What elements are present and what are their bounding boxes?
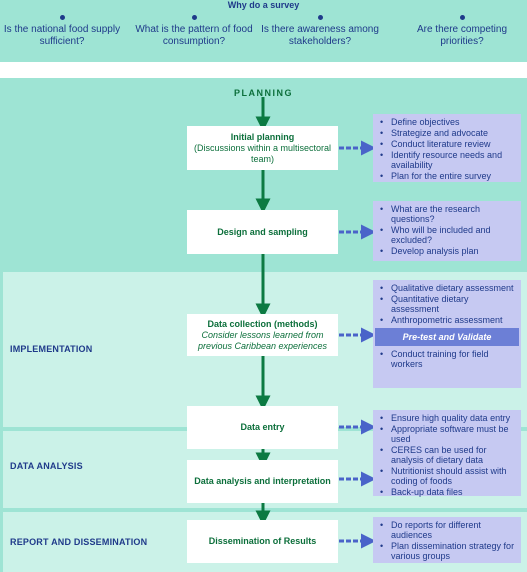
list-item: What are the research questions? (379, 204, 517, 224)
list-item: Define objectives (379, 117, 517, 127)
list-item: Plan dissemination strategy for various … (379, 541, 517, 561)
step-data-collection: Data collection (methods) Consider lesso… (187, 314, 338, 356)
list-item: Appropriate software must be used (379, 424, 517, 444)
bullet-icon (459, 15, 465, 20)
phase-implementation: IMPLEMENTATION (10, 344, 93, 354)
list-item: Nutritionist should assist with coding o… (379, 466, 517, 486)
list-item: CERES can be used for analysis of dietar… (379, 445, 517, 465)
note-initial-planning: Define objectives Strategize and advocat… (373, 114, 521, 182)
list-item: Back-up data files (379, 487, 517, 497)
list-item: Anthropometric assessment (379, 315, 517, 325)
header-title: Why do a survey (227, 0, 300, 10)
list-item: Plan for the entire survey (379, 171, 517, 181)
list-item: Identify resource needs and availability (379, 150, 517, 170)
list-item: Quantitative dietary assessment (379, 294, 517, 314)
phase-report: REPORT AND DISSEMINATION (10, 537, 148, 547)
note-dissemination: Do reports for different audiences Plan … (373, 517, 521, 563)
question-food-consumption: What is the pattern of food consumption? (134, 15, 254, 48)
list-item: Ensure high quality data entry (379, 413, 517, 423)
list-item: Do reports for different audiences (379, 520, 517, 540)
phase-data-analysis: DATA ANALYSIS (10, 461, 83, 471)
list-item: Qualitative dietary assessment (379, 283, 517, 293)
step-initial-planning: Initial planning (Discussions within a m… (187, 126, 338, 170)
list-item: Develop analysis plan (379, 246, 517, 256)
question-priorities: Are there competing priorities? (402, 15, 522, 48)
bullet-icon (317, 15, 323, 20)
note-design-sampling: What are the research questions? Who wil… (373, 201, 521, 261)
step-data-entry: Data entry (187, 406, 338, 449)
bullet-icon (191, 15, 197, 20)
question-awareness: Is there awareness among stakeholders? (260, 15, 380, 48)
pretest-highlight: Pre-test and Validate (375, 328, 519, 346)
list-item: Who will be included and excluded? (379, 225, 517, 245)
note-data-collection: Qualitative dietary assessment Quantitat… (373, 280, 521, 388)
note-data-entry-analysis: Ensure high quality data entry Appropria… (373, 410, 521, 497)
white-gap (0, 62, 527, 78)
phase-planning: PLANNING (234, 88, 293, 98)
header-band (0, 0, 527, 62)
list-item: Conduct literature review (379, 139, 517, 149)
bullet-icon (59, 15, 65, 20)
list-item: Conduct training for field workers (379, 349, 517, 369)
list-item: Strategize and advocate (379, 128, 517, 138)
step-design-sampling: Design and sampling (187, 210, 338, 254)
question-food-supply: Is the national food supply sufficient? (2, 15, 122, 48)
step-dissemination: Dissemination of Results (187, 520, 338, 563)
step-data-analysis: Data analysis and interpretation (187, 460, 338, 503)
